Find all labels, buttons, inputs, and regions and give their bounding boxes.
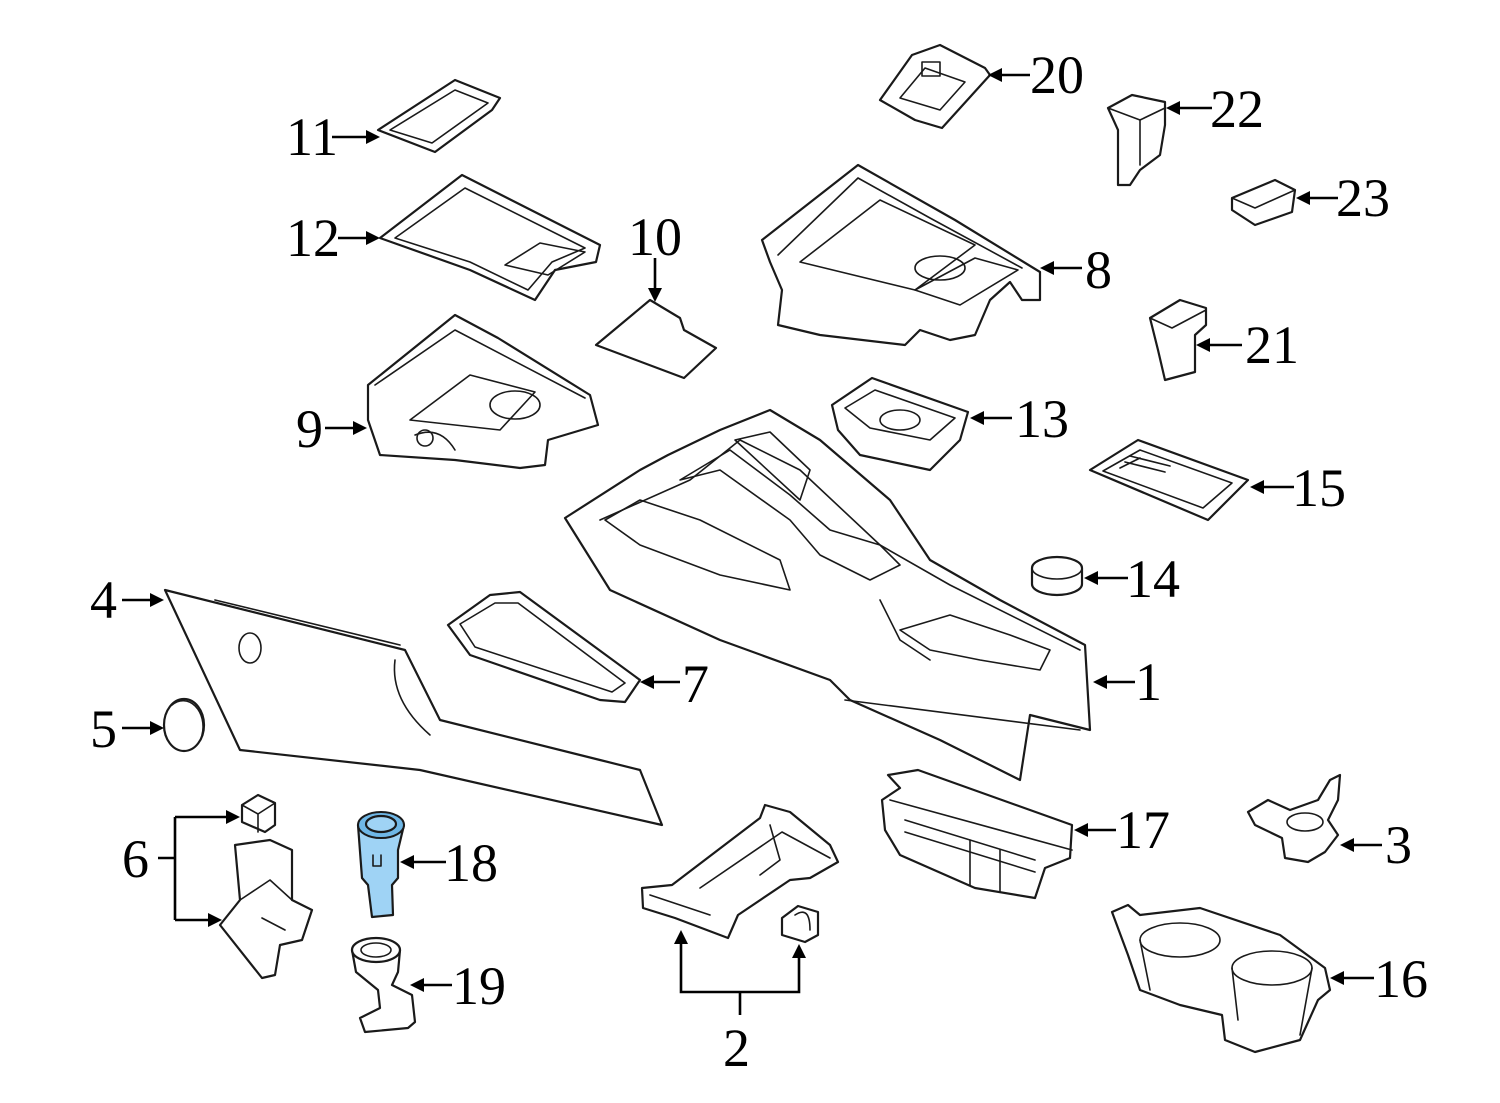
part-2[interactable] (640, 803, 840, 944)
callout-8: 8 (1085, 240, 1112, 300)
callout-23: 23 (1336, 168, 1390, 228)
leader-16 (1330, 971, 1374, 985)
leader-8 (1040, 261, 1082, 275)
leader-20 (988, 68, 1030, 82)
part-4[interactable] (163, 588, 664, 827)
part-11[interactable] (376, 78, 502, 154)
leader-3 (1340, 838, 1382, 852)
leader-12 (338, 231, 380, 245)
part-22[interactable] (1106, 93, 1167, 187)
callout-12: 12 (286, 208, 340, 268)
callout-19: 19 (452, 956, 506, 1016)
leader-23 (1296, 191, 1338, 205)
leader-9 (325, 421, 367, 435)
part-3[interactable] (1246, 773, 1342, 864)
part-12[interactable] (378, 173, 602, 302)
part-20[interactable] (878, 43, 992, 130)
part-10[interactable] (594, 298, 718, 380)
callout-14: 14 (1126, 549, 1180, 609)
leader-19 (410, 978, 452, 992)
part-16[interactable] (1110, 903, 1332, 1054)
part-14[interactable] (1030, 555, 1084, 597)
leader-22 (1166, 101, 1212, 115)
callout-15: 15 (1292, 458, 1346, 518)
callout-17: 17 (1116, 800, 1170, 860)
leader-4 (122, 593, 164, 607)
leader-6 (158, 810, 240, 927)
leader-11 (332, 130, 380, 144)
callout-5: 5 (90, 699, 117, 759)
callout-21: 21 (1245, 315, 1299, 375)
leader-5 (122, 721, 164, 735)
callout-16: 16 (1374, 949, 1428, 1009)
callout-7: 7 (682, 654, 709, 714)
part-8[interactable] (760, 163, 1042, 347)
callout-4: 4 (90, 570, 117, 630)
leader-17 (1074, 823, 1116, 837)
part-23[interactable] (1230, 178, 1297, 227)
part-6[interactable] (218, 793, 314, 980)
part-19[interactable] (350, 936, 417, 1034)
part-5[interactable] (162, 697, 206, 753)
part-9[interactable] (366, 313, 600, 470)
leader-13 (970, 411, 1012, 425)
leader-7 (640, 675, 680, 689)
callout-3: 3 (1385, 815, 1412, 875)
callout-22: 22 (1210, 79, 1264, 139)
leader-14 (1084, 571, 1128, 585)
leader-1 (1093, 675, 1135, 689)
callout-11: 11 (286, 107, 338, 167)
part-21[interactable] (1148, 298, 1208, 382)
part-1[interactable] (563, 408, 1092, 782)
callout-20: 20 (1030, 45, 1084, 105)
part-13[interactable] (830, 376, 970, 472)
part-18[interactable] (356, 811, 406, 919)
callout-13: 13 (1015, 389, 1069, 449)
leader-21 (1196, 338, 1242, 352)
callout-6: 6 (122, 829, 149, 889)
part-17[interactable] (880, 768, 1074, 900)
callout-18: 18 (444, 833, 498, 893)
leader-15 (1250, 480, 1294, 494)
callout-2: 2 (723, 1018, 750, 1078)
part-7[interactable] (446, 590, 642, 704)
leader-10 (648, 258, 662, 302)
part-15[interactable] (1088, 438, 1250, 522)
leader-18 (400, 855, 446, 869)
callout-1: 1 (1135, 652, 1162, 712)
callout-10: 10 (628, 207, 682, 267)
callout-9: 9 (296, 399, 323, 459)
leader-2 (674, 930, 806, 1015)
